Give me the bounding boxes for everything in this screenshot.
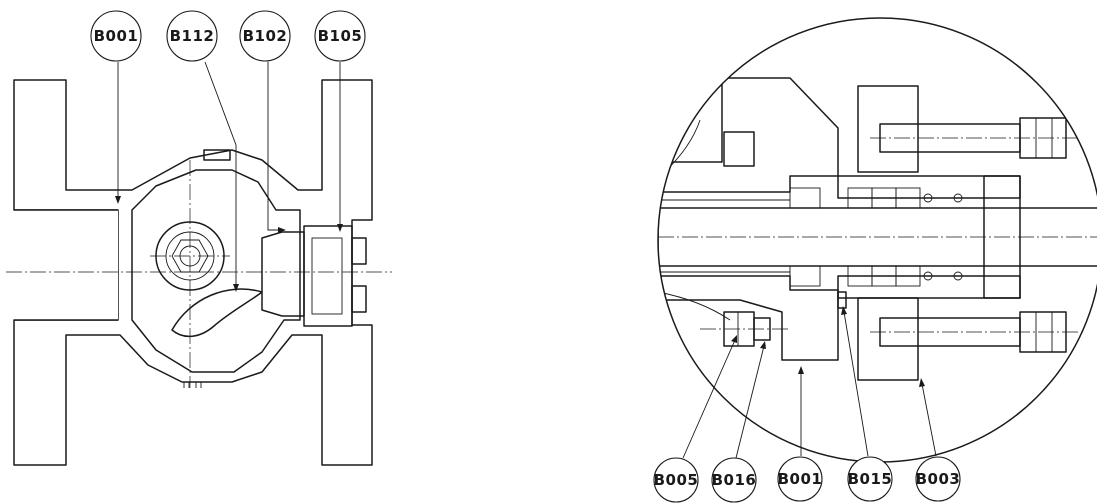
valve-body-section — [13, 79, 373, 466]
drain-marks — [183, 382, 202, 388]
detail-body-upper-b001 — [658, 77, 839, 193]
svg-text:B001: B001 — [778, 470, 823, 488]
disc-b112 — [171, 288, 263, 338]
seat-ring-b102 — [261, 231, 305, 317]
balloon-b102: B102 — [239, 10, 291, 62]
svg-text:B112: B112 — [170, 27, 215, 45]
svg-text:B102: B102 — [243, 27, 288, 45]
packing-rings — [789, 187, 963, 287]
detail-boundary — [657, 17, 1097, 463]
balloon-b112: B112 — [166, 10, 218, 62]
balloon-b105: B105 — [314, 10, 366, 62]
valve-bore — [14, 210, 118, 320]
svg-text:B003: B003 — [916, 470, 961, 488]
svg-text:B016: B016 — [712, 471, 757, 489]
balloon-b001-detail: B001 — [777, 456, 823, 502]
detail-leaders — [682, 306, 937, 459]
balloon-b005: B005 — [653, 457, 699, 503]
gland-lower-b003 — [857, 297, 919, 381]
gasket-b015 — [837, 291, 847, 309]
valve-section-view — [6, 61, 392, 466]
svg-text:B005: B005 — [654, 471, 699, 489]
balloon-b003: B003 — [915, 456, 961, 502]
balloon-b016: B016 — [711, 457, 757, 503]
detail-view — [657, 17, 1097, 463]
svg-text:B015: B015 — [848, 470, 893, 488]
seat-retainer-b105 — [303, 225, 353, 327]
svg-text:B001: B001 — [94, 27, 139, 45]
left-leaders — [115, 61, 343, 292]
balloon-b015: B015 — [847, 456, 893, 502]
gland-upper-b003 — [857, 85, 919, 173]
balloon-b001-left: B001 — [90, 10, 142, 62]
svg-text:B105: B105 — [318, 27, 363, 45]
